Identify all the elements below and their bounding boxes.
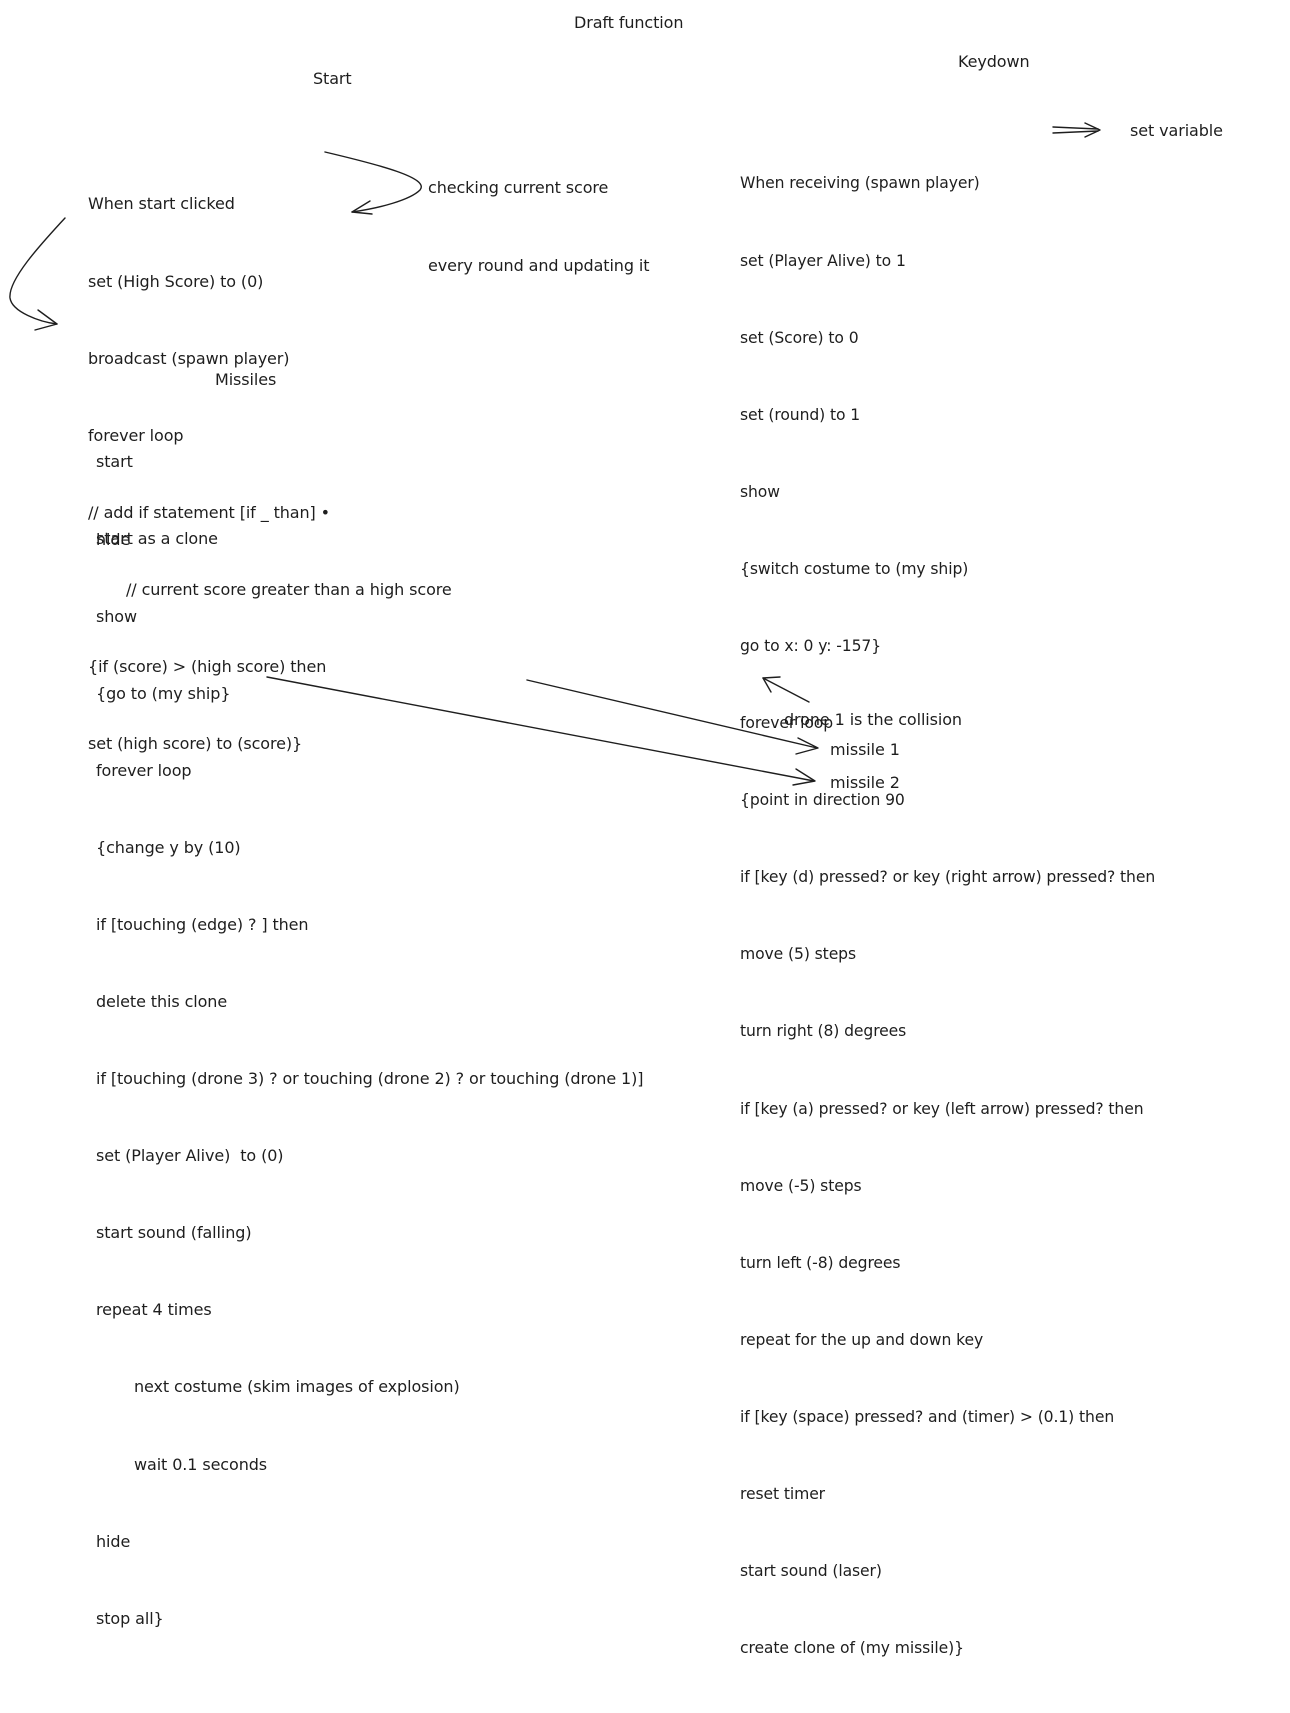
note-line: checking current score: [428, 178, 609, 198]
missiles-heading: Missiles: [215, 370, 277, 389]
code-line: move (-5) steps: [740, 1176, 862, 1195]
keydown-code-block: When receiving (spawn player) set (Playe…: [740, 120, 1155, 1713]
code-line: set (Score) to 0: [740, 328, 859, 347]
code-line: repeat for the up and down key: [740, 1330, 984, 1349]
code-line: set (Player Alive) to (0): [96, 1146, 284, 1166]
code-line: When start clicked: [88, 194, 235, 214]
code-line: wait 0.1 seconds: [134, 1454, 268, 1474]
code-line: // add if statement [if _ than] •: [88, 502, 331, 522]
code-line: When receiving (spawn player): [740, 174, 980, 193]
loop-arrowhead: [34, 309, 58, 331]
code-line: start sound (falling): [96, 1223, 252, 1243]
code-line: next costume (skim images of explosion): [134, 1377, 460, 1397]
missiles-code-block-b: start as a clone show {go to (my ship} f…: [96, 475, 644, 1683]
code-line: start as a clone: [96, 529, 218, 549]
diagram-title: Draft function: [574, 13, 684, 32]
code-line: create clone of (my missile)}: [740, 1639, 964, 1658]
start-heading: Start: [313, 69, 352, 88]
code-line: forever loop: [88, 425, 184, 445]
code-line: start: [96, 452, 133, 472]
code-line: if [touching (drone 3) ? or touching (dr…: [96, 1069, 644, 1089]
code-line: if [key (a) pressed? or key (left arrow)…: [740, 1099, 1144, 1118]
code-line: delete this clone: [96, 991, 228, 1011]
code-line: show: [96, 606, 137, 626]
score-note: checking current score every round and u…: [428, 124, 650, 330]
code-line: start sound (laser): [740, 1562, 882, 1581]
code-line: // current score greater than a high sco…: [126, 579, 452, 599]
code-line: {point in direction 90: [740, 791, 905, 810]
code-line: broadcast (spawn player): [88, 348, 290, 368]
loop-arrow: [9, 217, 66, 325]
sketch-canvas: Draft function Start When start clicked …: [9, 13, 1223, 1658]
code-line: reset timer: [740, 1485, 825, 1503]
code-line: turn left (-8) degrees: [740, 1253, 901, 1272]
code-line: {switch costume to (my ship): [740, 559, 969, 578]
note-line: every round and updating it: [428, 255, 650, 275]
code-line: stop all}: [96, 1608, 164, 1628]
code-line: if [touching (edge) ? ] then: [96, 914, 309, 934]
code-line: {go to (my ship}: [96, 683, 231, 703]
code-line: set (High Score) to (0): [88, 271, 264, 291]
missiles-code-block-a: start hide: [96, 398, 133, 604]
code-line: set (Player Alive) to 1: [740, 251, 906, 270]
code-line: if [key (space) pressed? and (timer) > (…: [740, 1407, 1115, 1426]
collision-note: drone 1 is the collision: [784, 710, 962, 729]
code-line: hide: [96, 529, 131, 549]
code-line: forever loop: [96, 760, 192, 780]
missile-2-label: missile 2: [830, 773, 900, 792]
keydown-heading: Keydown: [958, 52, 1030, 71]
missile-1-label: missile 1: [830, 740, 900, 759]
code-line: {change y by (10): [96, 837, 241, 857]
code-line: turn right (8) degrees: [740, 1022, 907, 1041]
code-line: set (round) to 1: [740, 405, 861, 424]
code-line: show: [740, 482, 780, 501]
set-variable-note: set variable: [1130, 121, 1223, 140]
start-code-block: When start clicked set (High Score) to (…: [88, 140, 452, 808]
code-line: hide: [96, 1531, 131, 1551]
code-line: repeat 4 times: [96, 1300, 212, 1320]
code-line: if [key (d) pressed? or key (right arrow…: [740, 868, 1156, 887]
code-line: {if (score) > (high score) then: [88, 656, 327, 676]
code-line: go to x: 0 y: -157}: [740, 636, 882, 655]
code-line: move (5) steps: [740, 945, 857, 964]
